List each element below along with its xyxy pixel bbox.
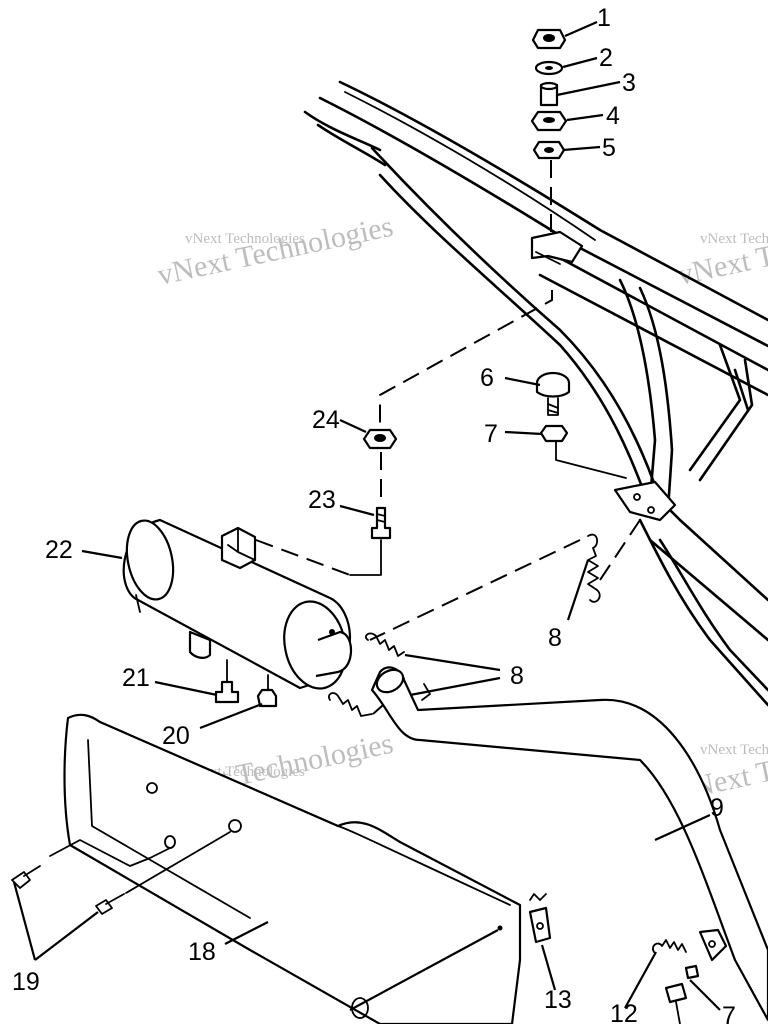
top-fastener-stack	[530, 28, 568, 240]
callout-12: 12	[610, 1000, 638, 1024]
exhaust-springs	[328, 519, 641, 717]
spring-8a	[587, 533, 599, 591]
spring-8b	[365, 632, 405, 657]
callout-21: 21	[122, 664, 150, 692]
callout-5: 5	[602, 134, 616, 162]
leader-lines	[12, 20, 721, 1011]
callout-2: 2	[599, 44, 613, 72]
rubber-bumper-assembly	[535, 371, 627, 479]
callout-9: 9	[710, 794, 724, 822]
callout-22: 22	[45, 536, 73, 564]
heat-shield-screws	[11, 831, 231, 915]
spring-12	[652, 939, 687, 953]
callout-19: 19	[12, 968, 40, 996]
callout-8-lower: 8	[510, 662, 524, 690]
lower-hardware	[528, 893, 700, 1024]
callout-18: 18	[188, 938, 216, 966]
callout-24: 24	[312, 406, 340, 434]
clip-13	[528, 906, 552, 944]
callout-1: 1	[597, 4, 611, 32]
muffler-end-cap	[125, 519, 175, 601]
callout-23: 23	[308, 486, 336, 514]
lower-mount-bracket	[613, 480, 677, 522]
watermark-text: vNext Technologies	[700, 742, 768, 758]
bolt-23	[370, 506, 392, 540]
muffler	[122, 518, 353, 690]
callout-8-upper: 8	[548, 624, 562, 652]
watermark-text: vNext Technologies	[185, 231, 305, 247]
bolt-20	[256, 688, 278, 708]
callout-3: 3	[622, 69, 636, 97]
watermark-text: vNext Technologies	[675, 210, 768, 292]
spring-8c	[328, 692, 373, 717]
vehicle-frame	[303, 80, 768, 707]
callout-labels: 1 2 3 4 5 6 7 8 8 9 12 7 13 18 19 20 21 …	[12, 4, 736, 1024]
watermark-text: vNext Technologies	[700, 231, 768, 247]
bolt-7b	[664, 982, 688, 1004]
callout-6: 6	[480, 364, 494, 392]
callout-4: 4	[606, 102, 620, 130]
muffler-mount-fasteners	[349, 290, 553, 576]
muffler-bolts	[214, 659, 278, 708]
watermark-text: vNext Technologies	[155, 210, 396, 292]
heat-shield	[63, 713, 522, 1024]
callout-20: 20	[162, 722, 190, 750]
nut-7	[539, 424, 569, 443]
upper-mount-bracket	[530, 230, 584, 264]
bolt-21	[214, 680, 240, 704]
callout-7: 7	[484, 420, 498, 448]
callout-13: 13	[544, 986, 572, 1014]
callout-7-lower: 7	[722, 1002, 736, 1024]
